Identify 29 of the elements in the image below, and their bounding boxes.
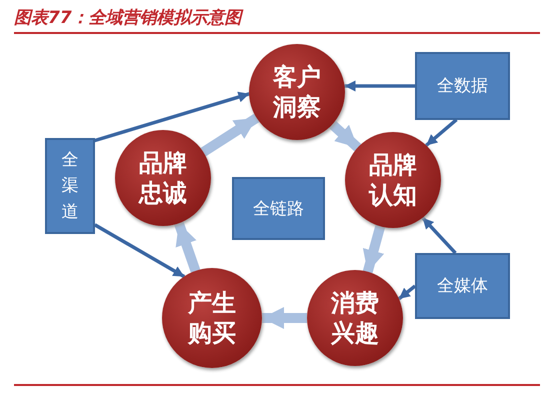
- arrow: [425, 118, 458, 147]
- label-box: [415, 253, 510, 319]
- label-box: [232, 177, 325, 240]
- box-label: 全链路: [253, 198, 304, 220]
- arrow: [328, 120, 362, 152]
- stage-circle: [162, 268, 262, 368]
- arrow: [200, 114, 260, 156]
- arrow: [344, 80, 415, 92]
- arrow: [421, 216, 457, 254]
- box-label: 全渠道: [61, 149, 79, 224]
- stage-label: 客户洞察: [272, 62, 322, 122]
- box-label: 全数据: [437, 75, 488, 97]
- arrow: [94, 92, 250, 142]
- stage-label: 品牌认知: [368, 150, 418, 210]
- arrow: [398, 284, 416, 300]
- stage-label: 消费兴趣: [330, 288, 380, 348]
- arrow: [174, 222, 200, 273]
- chart-title: 图表77：全域营销模拟示意图: [14, 7, 242, 29]
- stage-circle: [115, 130, 211, 226]
- stage-circle: [249, 44, 345, 140]
- stage-label: 产生购买: [186, 288, 237, 348]
- arrow: [262, 307, 307, 329]
- stage-circle: [345, 132, 441, 228]
- label-box: [45, 138, 95, 234]
- label-box: [415, 52, 510, 120]
- box-label: 全媒体: [437, 275, 488, 297]
- stage-label: 品牌忠诚: [137, 148, 188, 208]
- arrow: [94, 223, 186, 278]
- arrow: [362, 224, 386, 274]
